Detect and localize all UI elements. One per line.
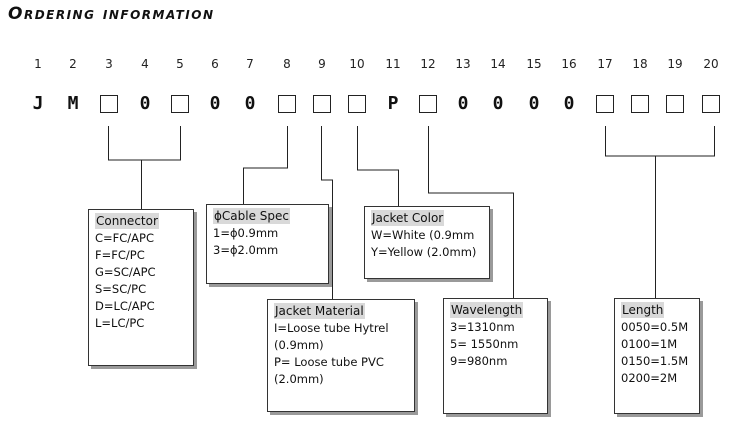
position-number: 11 [385, 57, 401, 71]
position-number: 15 [526, 57, 542, 71]
position-number: 20 [703, 57, 719, 71]
connector-option: D=LC/APC [95, 299, 155, 313]
position-number: 6 [211, 57, 219, 71]
position-number: 4 [141, 57, 149, 71]
code-char: 0 [563, 93, 575, 114]
position-number: 14 [490, 57, 506, 71]
position-number: 1 [34, 57, 42, 71]
position-number: 16 [561, 57, 577, 71]
cable-spec-option: 3=ϕ2.0mm [213, 243, 279, 257]
connector-option: F=FC/PC [95, 248, 145, 262]
jacket-material-leader [321, 126, 333, 300]
code-char: 0 [528, 93, 540, 114]
position-number: 9 [318, 57, 326, 71]
wavelength-header: Wavelength [450, 302, 524, 318]
jacket-color-leader [357, 126, 399, 207]
cable-spec-leader [243, 126, 288, 205]
length-bracket [605, 126, 715, 157]
jacket-color-option: Y=Yellow (2.0mm) [371, 245, 477, 259]
length-option: 0150=1.5M [621, 354, 689, 368]
position-number: 19 [667, 57, 683, 71]
code-box-wavelength [419, 95, 437, 113]
code-char: 0 [139, 93, 151, 114]
connector-option: S=SC/PC [95, 282, 147, 296]
position-number: 2 [69, 57, 77, 71]
page-title: Ordering information [8, 4, 215, 24]
code-box-jacket-color [348, 95, 366, 113]
jacket-material-box: Jacket Material I=Loose tube Hytrel (0.9… [267, 299, 415, 412]
code-char: M [67, 93, 79, 114]
code-box-length [666, 95, 684, 113]
position-number: 8 [283, 57, 291, 71]
code-char: 0 [209, 93, 221, 114]
length-option: 0050=0.5M [621, 320, 689, 334]
position-number: 13 [455, 57, 471, 71]
code-box-cable-spec [278, 95, 296, 113]
connector-bracket [108, 126, 181, 161]
position-number: 12 [420, 57, 436, 71]
code-box-connector [100, 95, 118, 113]
code-box-length [631, 95, 649, 113]
length-option: 0100=1M [621, 337, 678, 351]
cable-spec-box: ϕCable Spec 1=ϕ0.9mm 3=ϕ2.0mm [206, 204, 329, 284]
position-number: 3 [105, 57, 113, 71]
connector-option: L=LC/PC [95, 316, 145, 330]
cable-spec-header: ϕCable Spec [213, 208, 291, 224]
code-char: 0 [457, 93, 469, 114]
length-option: 0200=2M [621, 371, 678, 385]
jacket-material-option: I=Loose tube Hytrel [274, 321, 389, 335]
code-char: P [387, 93, 399, 114]
code-char: 0 [244, 93, 256, 114]
length-header: Length [621, 302, 665, 318]
jacket-material-header: Jacket Material [274, 303, 365, 319]
connector-option: C=FC/APC [95, 231, 155, 245]
jacket-material-option: (0.9mm) [274, 338, 324, 352]
position-number: 5 [176, 57, 184, 71]
position-number: 7 [246, 57, 254, 71]
position-number: 17 [597, 57, 613, 71]
connector-box: Connector C=FC/APC F=FC/PC G=SC/APC S=SC… [88, 209, 194, 366]
code-box-connector [171, 95, 189, 113]
jacket-material-option: P= Loose tube PVC [274, 355, 384, 369]
code-char: 0 [492, 93, 504, 114]
code-box-length [702, 95, 720, 113]
jacket-color-option: W=White (0.9mm [371, 228, 475, 242]
jacket-color-box: Jacket Color W=White (0.9mm Y=Yellow (2.… [364, 206, 490, 279]
code-box-length [596, 95, 614, 113]
jacket-material-option: (2.0mm) [274, 372, 324, 386]
wavelength-box: Wavelength 3=1310nm 5= 1550nm 9=980nm [443, 298, 548, 414]
connector-option: G=SC/APC [95, 265, 156, 279]
position-number: 18 [632, 57, 648, 71]
length-box: Length 0050=0.5M 0100=1M 0150=1.5M 0200=… [614, 298, 700, 414]
wavelength-option: 3=1310nm [450, 320, 515, 334]
wavelength-leader [428, 126, 514, 299]
jacket-color-header: Jacket Color [371, 210, 445, 226]
position-number: 10 [349, 57, 365, 71]
wavelength-option: 5= 1550nm [450, 337, 519, 351]
connector-header: Connector [95, 213, 159, 229]
code-box-jacket-material [313, 95, 331, 113]
cable-spec-option: 1=ϕ0.9mm [213, 226, 279, 240]
code-char: J [32, 93, 44, 114]
wavelength-option: 9=980nm [450, 354, 508, 368]
